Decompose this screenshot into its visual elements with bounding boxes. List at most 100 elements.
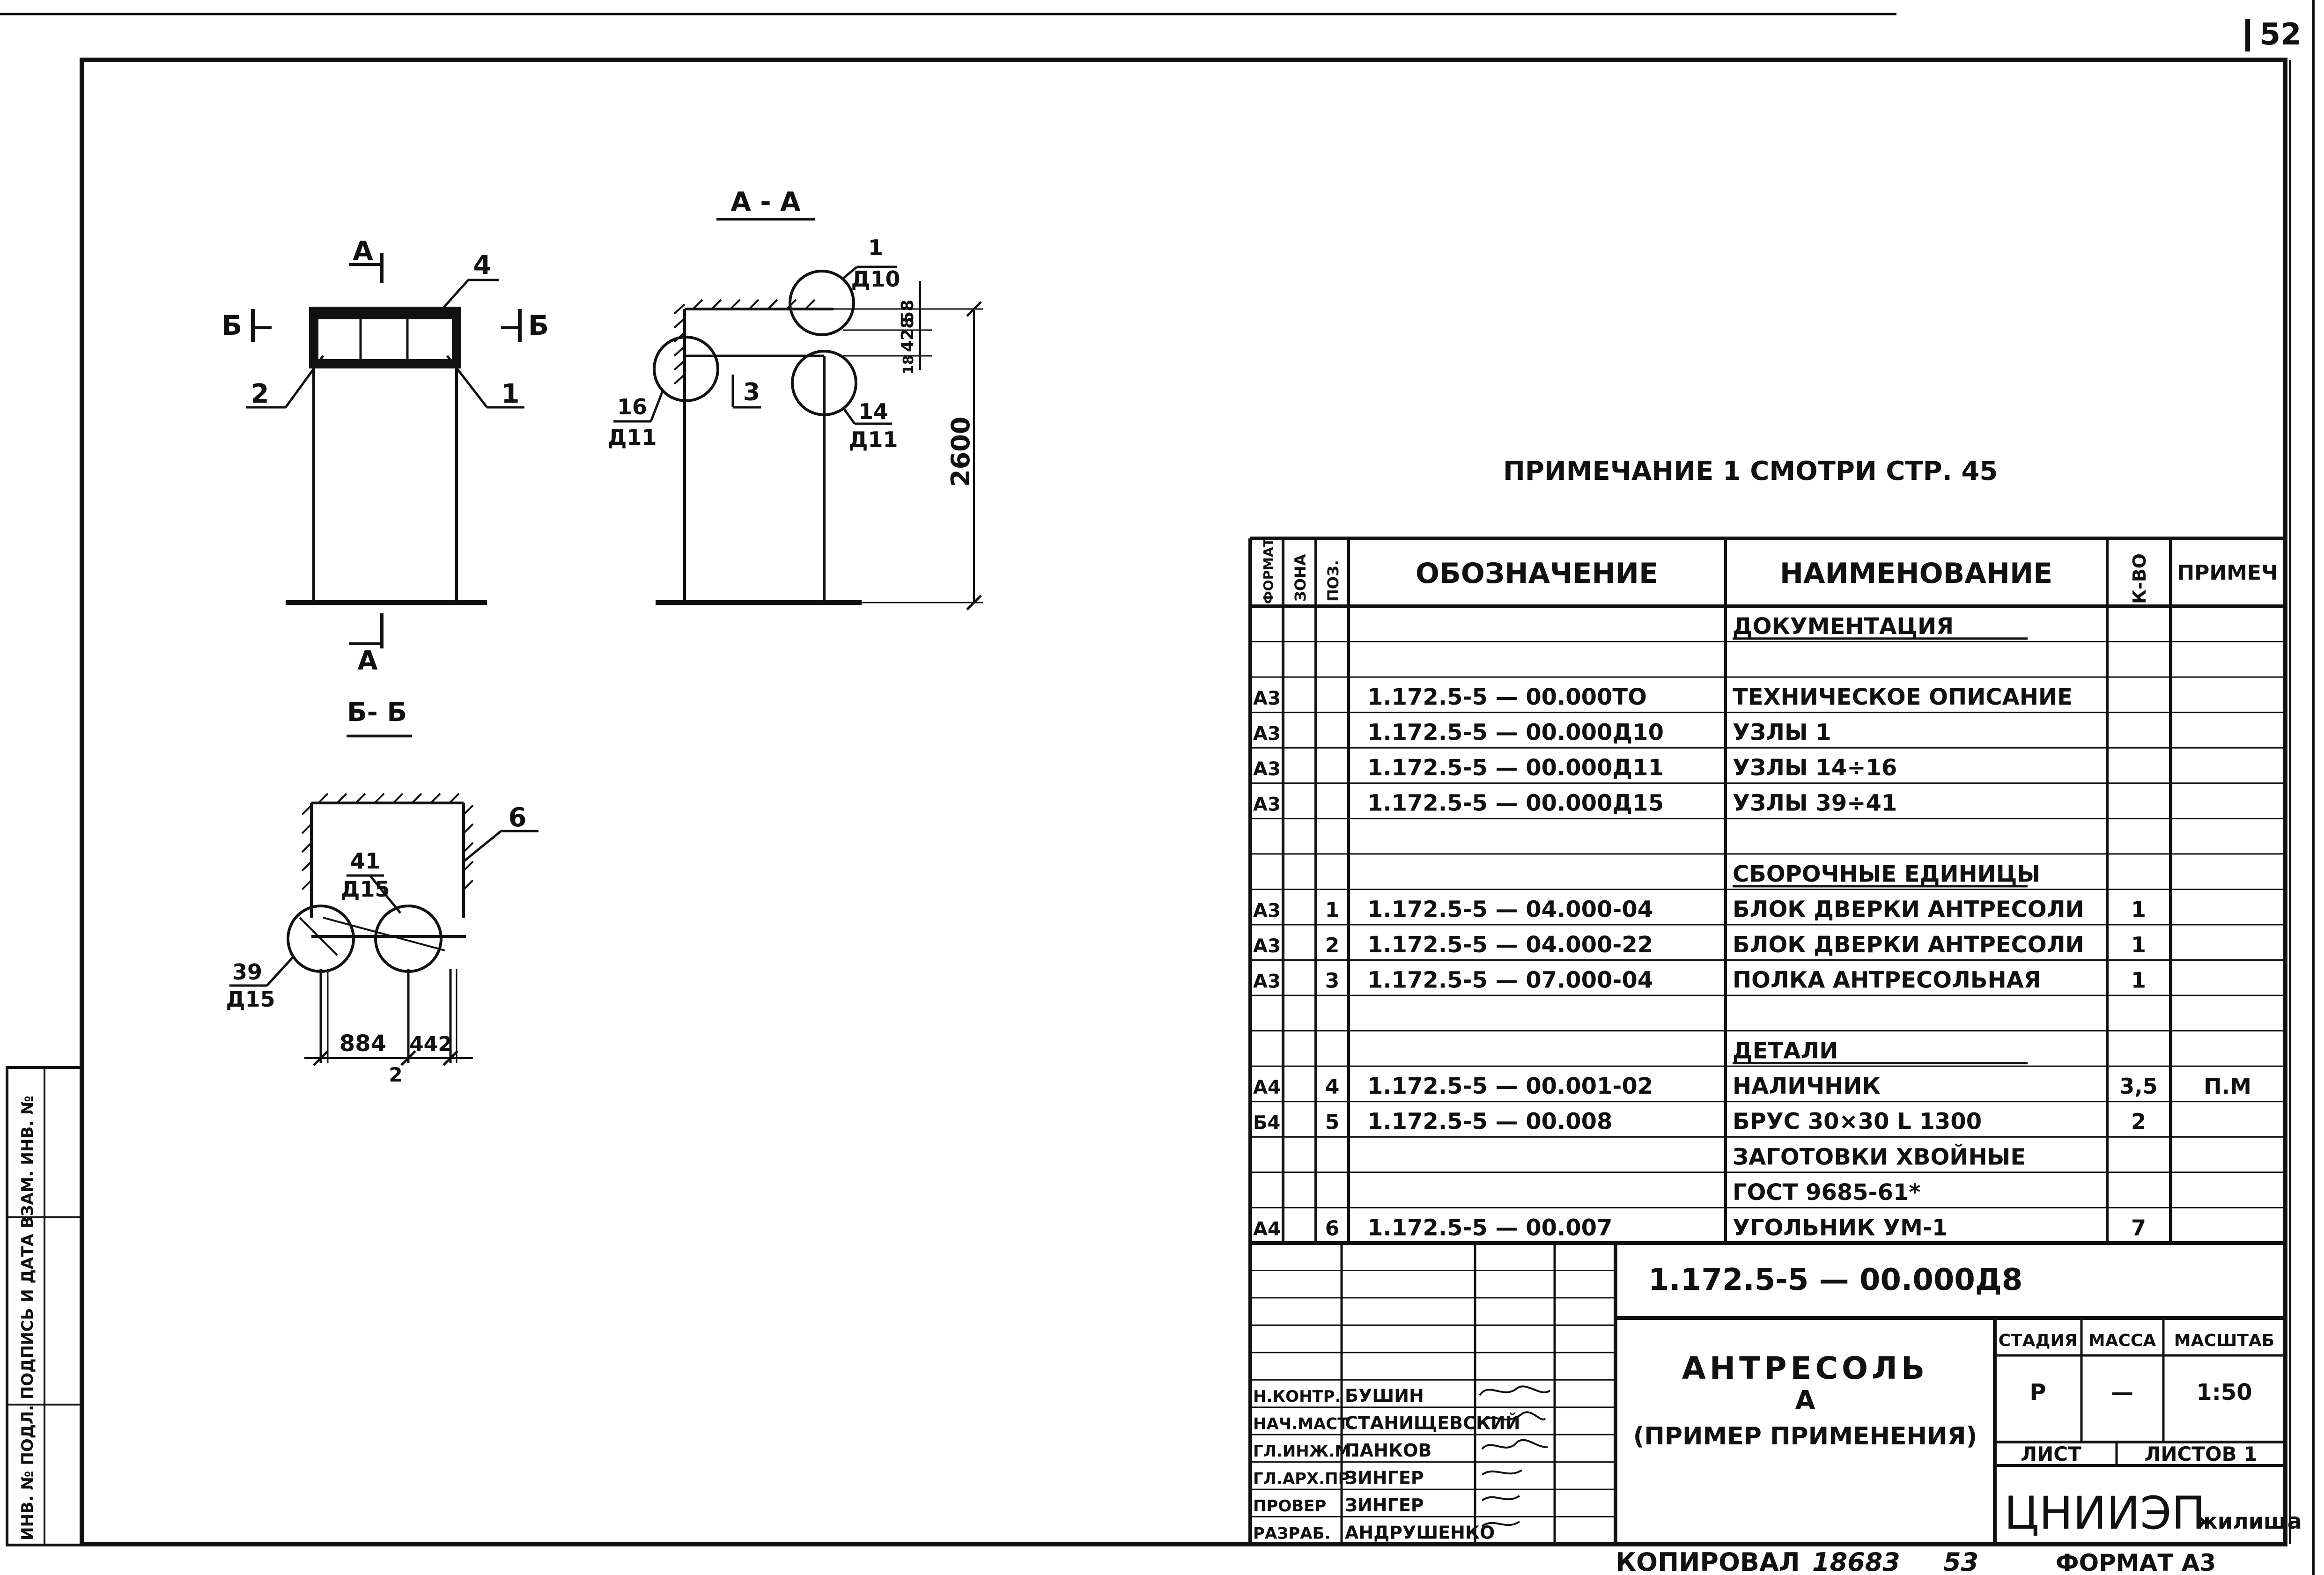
section-a-mark-bottom: А bbox=[357, 646, 378, 676]
dim-884: 884 bbox=[339, 1030, 386, 1057]
row-position: 3 bbox=[1325, 969, 1340, 993]
header-qty: К-ВО bbox=[2129, 553, 2150, 604]
row-quantity: 2 bbox=[2131, 1109, 2146, 1134]
dim-2600: 2600 bbox=[946, 417, 975, 487]
front-view: А А Б Б 4 2 1 bbox=[221, 236, 549, 676]
row-format: А4 bbox=[1253, 1077, 1281, 1098]
row-position: 2 bbox=[1325, 934, 1340, 957]
staff-role: ПРОВЕР bbox=[1253, 1497, 1326, 1516]
mass-value: — bbox=[2111, 1379, 2133, 1406]
node-16-number: 16 bbox=[617, 394, 647, 420]
staff-role: РАЗРАБ. bbox=[1253, 1524, 1330, 1543]
section-b-left: Б bbox=[221, 309, 242, 341]
node-41-sheet: Д15 bbox=[341, 876, 390, 902]
row-quantity: 1 bbox=[2131, 967, 2146, 993]
header-designation: ОБОЗНАЧЕНИЕ bbox=[1416, 557, 1658, 590]
sheets-label: ЛИСТОВ 1 bbox=[2144, 1443, 2257, 1465]
row-note: П.М bbox=[2204, 1074, 2251, 1099]
row-name: ПОЛКА АНТРЕСОЛЬНАЯ bbox=[1733, 967, 2041, 993]
scale-value: 1:50 bbox=[2196, 1379, 2252, 1406]
title-line1: АНТРЕСОЛЬ bbox=[1682, 1350, 1928, 1386]
dim-442: 442 bbox=[409, 1032, 452, 1056]
row-designation: 1.172.5-5 — 00.000ТО bbox=[1367, 684, 1647, 710]
row-name: ТЕХНИЧЕСКОЕ ОПИСАНИЕ bbox=[1733, 684, 2073, 710]
staff-name: БУШИН bbox=[1345, 1385, 1424, 1406]
stage-label: СТАДИЯ bbox=[1999, 1331, 2078, 1350]
section-a-mark-top: А bbox=[353, 236, 373, 266]
row-name: УЗЛЫ 1 bbox=[1733, 720, 1831, 746]
staff-name: СТАНИЩЕВСКИЙ bbox=[1345, 1413, 1520, 1433]
row-format: А3 bbox=[1253, 758, 1281, 780]
row-designation: 1.172.5-5 — 00.000Д15 bbox=[1367, 790, 1664, 817]
node-1-number: 1 bbox=[868, 235, 883, 260]
title-line2: А bbox=[1795, 1385, 1815, 1416]
row-format: А3 bbox=[1253, 935, 1281, 957]
callout-2: 2 bbox=[251, 379, 269, 409]
row-name: ЗАГОТОВКИ ХВОЙНЫЕ bbox=[1733, 1143, 2026, 1170]
row-position: 6 bbox=[1325, 1216, 1340, 1240]
stage-value: Р bbox=[2029, 1379, 2046, 1406]
row-designation: 1.172.5-5 — 04.000-04 bbox=[1367, 896, 1653, 922]
row-name: БЛОК ДВЕРКИ АНТРЕСОЛИ bbox=[1733, 896, 2084, 922]
dim-58: 58 bbox=[898, 300, 917, 323]
row-format: А4 bbox=[1253, 1218, 1281, 1240]
sheet-label: ЛИСТ bbox=[2021, 1443, 2081, 1465]
mass-label: МАССА bbox=[2088, 1331, 2156, 1350]
callout-3: 3 bbox=[743, 378, 760, 406]
side-stamp: ИНВ. № ПОДЛ. ПОДПИСЬ И ДАТА ВЗАМ. ИНВ. № bbox=[6, 1066, 83, 1546]
row-quantity: 3,5 bbox=[2119, 1074, 2158, 1099]
page-number: 52 bbox=[2259, 17, 2301, 52]
row-quantity: 7 bbox=[2131, 1215, 2146, 1240]
node-41-number: 41 bbox=[350, 848, 380, 874]
node-16-sheet: Д11 bbox=[608, 425, 657, 450]
staff-role: Н.КОНТР. bbox=[1253, 1387, 1341, 1406]
header-pos: ПОЗ. bbox=[1324, 560, 1342, 602]
row-name: ДЕТАЛИ bbox=[1733, 1038, 1838, 1064]
row-format: А3 bbox=[1253, 971, 1281, 992]
row-name: БРУС 30×30 L 1300 bbox=[1733, 1109, 1982, 1135]
copy-page: 53 bbox=[1943, 1547, 1978, 1575]
dim-428: 428 bbox=[898, 317, 917, 352]
staff-role: ГЛ.АРХ.ПР. bbox=[1253, 1469, 1356, 1488]
row-format: А3 bbox=[1253, 723, 1281, 745]
title-block: 1.172.5-5 — 00.000Д8 АНТРЕСОЛЬ А (ПРИМЕР… bbox=[1248, 1243, 2302, 1544]
scale-label: МАСШТАБ bbox=[2174, 1331, 2274, 1350]
row-designation: 1.172.5-5 — 04.000-22 bbox=[1367, 932, 1653, 958]
spec-table: ФОРМАТ ЗОНА ПОЗ. ОБОЗНАЧЕНИЕ НАИМЕНОВАНИ… bbox=[1248, 537, 2285, 1544]
row-designation: 1.172.5-5 — 00.000Д10 bbox=[1367, 720, 1664, 746]
org-suffix: жилища bbox=[2196, 1509, 2302, 1534]
node-39-number: 39 bbox=[232, 959, 262, 985]
row-name: УЗЛЫ 14÷16 bbox=[1733, 755, 1897, 781]
row-name: СБОРОЧНЫЕ ЕДИНИЦЫ bbox=[1733, 861, 2040, 887]
node-1-sheet: Д10 bbox=[851, 266, 900, 292]
note-text: ПРИМЕЧАНИЕ 1 СМОТРИ СТР. 45 bbox=[1503, 456, 1998, 486]
node-14-number: 14 bbox=[858, 399, 888, 424]
row-format: А3 bbox=[1253, 900, 1281, 921]
row-name: ГОСТ 9685-61* bbox=[1733, 1179, 1920, 1206]
row-name: УГОЛЬНИК УМ-1 bbox=[1733, 1214, 1948, 1241]
row-designation: 1.172.5-5 — 07.000-04 bbox=[1367, 967, 1653, 993]
row-position: 1 bbox=[1325, 898, 1340, 922]
callout-6: 6 bbox=[509, 802, 527, 833]
header-format: ФОРМАТ bbox=[1261, 538, 1276, 604]
section-bb-view: Б- Б 6 41 Д15 39 Д15 bbox=[226, 697, 539, 1086]
row-designation: 1.172.5-5 — 00.007 bbox=[1367, 1214, 1612, 1241]
callout-1: 1 bbox=[502, 379, 520, 409]
header-zone: ЗОНА bbox=[1291, 554, 1309, 602]
staff-role: ГЛ.ИНЖ.М. bbox=[1253, 1442, 1357, 1461]
section-aa-title: А - А bbox=[731, 187, 801, 217]
row-designation: 1.172.5-5 — 00.001-02 bbox=[1367, 1073, 1653, 1099]
row-designation: 1.172.5-5 — 00.000Д11 bbox=[1367, 755, 1664, 781]
section-aa-view: А - А 3 1 Д10 16 Д11 14 Д11 bbox=[608, 187, 983, 611]
node-39-sheet: Д15 bbox=[226, 986, 275, 1012]
row-position: 4 bbox=[1325, 1075, 1340, 1099]
staff-name: ЗИНГЕР bbox=[1345, 1467, 1424, 1488]
staff-name: ПАНКОВ bbox=[1345, 1440, 1431, 1461]
row-name: БЛОК ДВЕРКИ АНТРЕСОЛИ bbox=[1733, 932, 2084, 958]
org-name: ЦНИИЭП bbox=[2004, 1487, 2206, 1539]
row-quantity: 1 bbox=[2131, 897, 2146, 922]
header-note: ПРИМЕЧ bbox=[2177, 561, 2278, 585]
title-line3: (ПРИМЕР ПРИМЕНЕНИЯ) bbox=[1633, 1422, 1977, 1450]
staff-name: АНДРУШЕНКО bbox=[1345, 1522, 1495, 1543]
